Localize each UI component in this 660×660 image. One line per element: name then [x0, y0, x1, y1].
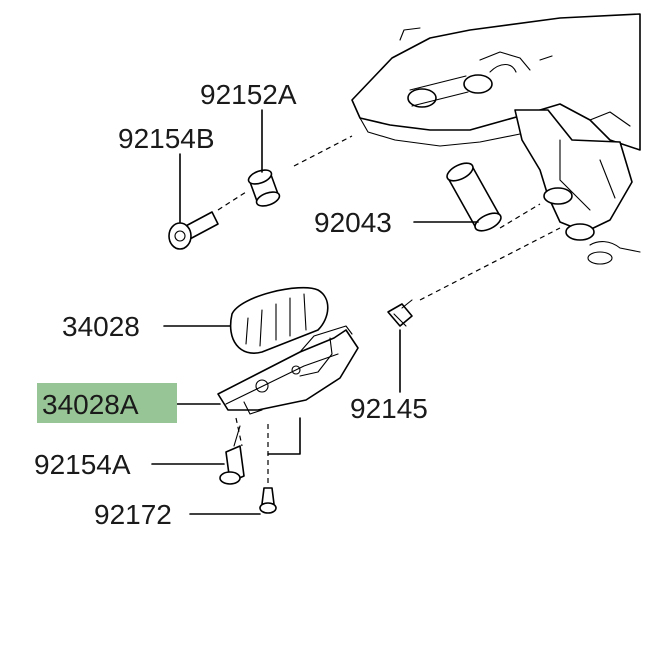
label-34028A[interactable]: 34028A	[42, 389, 139, 420]
label-92172[interactable]: 92172	[94, 499, 172, 530]
screw	[259, 487, 277, 514]
label-92043[interactable]: 92043	[314, 207, 392, 238]
footpeg-bracket	[217, 325, 359, 415]
bolt-92154A	[219, 425, 245, 485]
leader-lines	[151, 109, 479, 515]
label-34028[interactable]: 34028	[62, 311, 140, 342]
label-92145[interactable]: 92145	[350, 393, 428, 424]
label-92154B[interactable]: 92154B	[118, 123, 215, 154]
footpeg-rubber	[229, 286, 329, 354]
bolt-92154B	[168, 211, 219, 250]
frame-bracket	[351, 13, 641, 265]
label-92152A[interactable]: 92152A	[200, 79, 297, 110]
highlight-box	[37, 383, 177, 423]
clip	[387, 299, 413, 327]
collar	[247, 169, 281, 207]
pivot-pin	[446, 162, 502, 232]
label-92154A[interactable]: 92154A	[34, 449, 131, 480]
alignment-lines	[217, 135, 561, 486]
